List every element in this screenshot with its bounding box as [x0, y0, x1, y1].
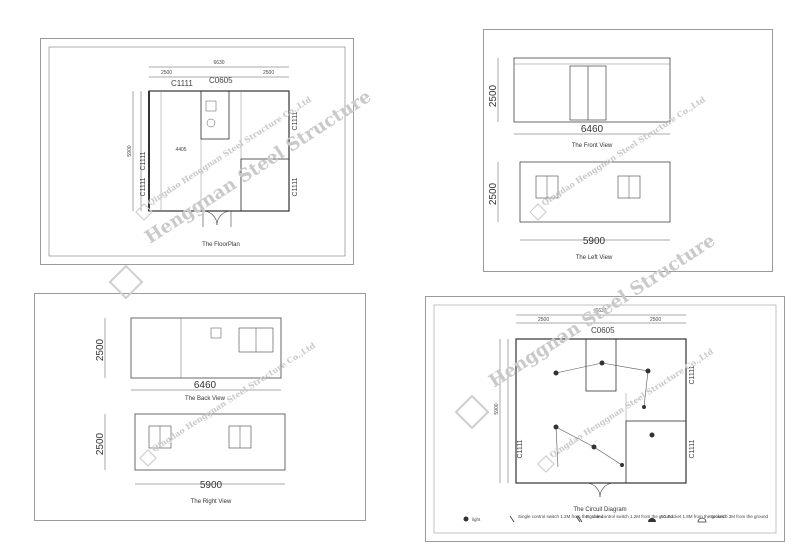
ac-socket-icon	[648, 518, 656, 522]
socket-icon	[697, 517, 707, 523]
legend-ac-socket: AC Socket 1.8M from the ground	[660, 514, 726, 519]
cd-seg-right-dim: 2500	[650, 317, 661, 323]
circuit-sheet: 6630 2500 2500 C0605 5900 C1111 C1111 C1…	[425, 296, 785, 542]
front-left-drawing: 2500 6460 The Front View 2500 5900 The L…	[488, 57, 671, 261]
floor-plan-drawing: 6630 2500 2500 C1111 C0605 5900 4405 C11…	[48, 46, 346, 257]
left-view-width: 5900	[583, 236, 606, 247]
cd-side-dim: 5900	[494, 403, 500, 414]
cd-win-left-label: C1111	[517, 439, 524, 458]
left-view-height: 2500	[488, 182, 499, 205]
light-icon	[463, 516, 469, 522]
cd-seg-left-dim: 2500	[538, 317, 549, 323]
cd-door-top-label: C0605	[591, 326, 615, 335]
fp-win-right-label: C1111	[292, 111, 299, 130]
front-view-width: 6460	[581, 124, 604, 135]
front-view-height: 2500	[488, 84, 499, 107]
floor-plan-sheet: 6630 2500 2500 C1111 C0605 5900 4405 C11…	[40, 38, 354, 265]
back-right-sheet: 2500 6460 The Back View 2500 5900 The Ri…	[34, 293, 366, 521]
cd-caption: The Circuit Diagram	[573, 507, 626, 513]
back-view-caption: The Back View	[185, 396, 226, 402]
front-view-caption: The Front View	[572, 143, 613, 149]
fp-win-right-low-label: C1111	[292, 177, 299, 196]
right-view-height: 2500	[95, 432, 106, 455]
fp-inner-dim: 4405	[175, 147, 186, 153]
fp-win-top-label: C1111	[171, 79, 193, 88]
back-view-height: 2500	[95, 338, 106, 361]
circuit-fixtures	[553, 360, 655, 467]
fp-caption: The FloorPlan	[202, 242, 240, 248]
left-view-caption: The Left View	[576, 255, 613, 261]
back-view-width: 6460	[194, 380, 217, 391]
fp-door-top-label: C0605	[209, 76, 233, 85]
fp-win-left-label: C1111	[140, 151, 147, 170]
fp-seg-left-dim: 2500	[161, 70, 172, 76]
fp-win-left-low-label: C1111	[140, 177, 147, 196]
back-right-drawing: 2500 6460 The Back View 2500 5900 The Ri…	[95, 317, 286, 505]
circuit-drawing: 6630 2500 2500 C0605 5900 C1111 C1111 C1…	[433, 304, 777, 534]
single-switch-icon	[509, 515, 515, 523]
double-switch-icon	[575, 515, 583, 523]
cd-win-right-low-label: C1111	[689, 439, 696, 458]
right-view-width: 5900	[200, 480, 223, 491]
fp-seg-right-dim: 2500	[263, 70, 274, 76]
right-view-caption: The Right View	[191, 499, 232, 505]
cd-win-right-label: C1111	[689, 365, 696, 384]
legend-socket: Socket 0.3M from the ground	[710, 514, 769, 519]
legend-double-switch: Double control switch 1.2M from the grou…	[586, 514, 674, 519]
fp-side-dim: 5900	[127, 145, 133, 156]
legend-light: light	[472, 517, 481, 522]
fp-overall-dim: 6630	[213, 60, 224, 66]
legend-single-switch: Single control switch 1.2M from the grou…	[518, 514, 604, 519]
cd-overall-dim: 6630	[595, 308, 606, 314]
circuit-legend: light Single control switch 1.2M from th…	[463, 514, 769, 523]
front-left-sheet: 2500 6460 The Front View 2500 5900 The L…	[483, 29, 773, 272]
